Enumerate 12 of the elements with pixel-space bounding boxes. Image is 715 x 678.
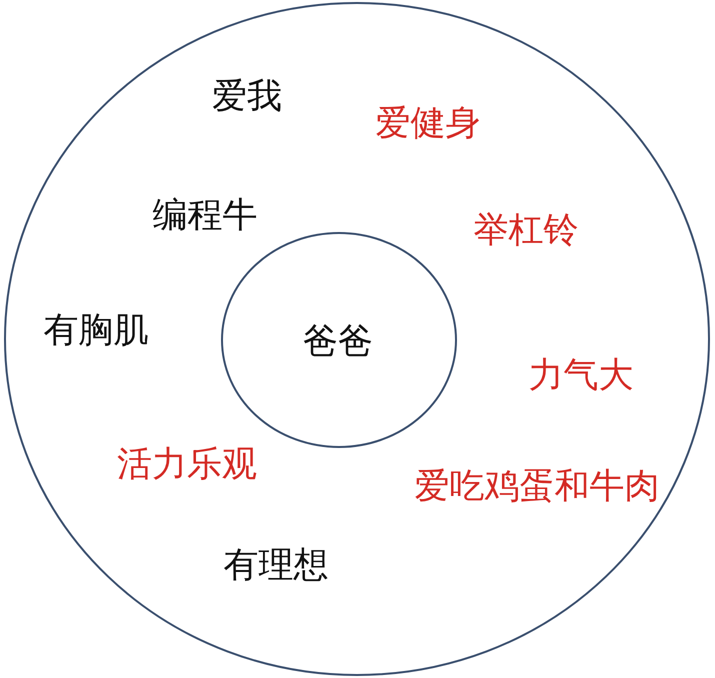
trait-text: 编程牛 — [152, 198, 258, 234]
trait-text: 举杠铃 — [474, 214, 578, 248]
center-name-text: 爸爸 — [303, 324, 373, 360]
outer-circle — [4, 2, 710, 676]
trait-text: 爱我 — [212, 80, 282, 114]
trait-text: 力气大 — [528, 358, 634, 394]
trait-text: 爱健身 — [376, 106, 480, 142]
trait-text: 有胸肌 — [44, 314, 148, 348]
trait-text: 活力乐观 — [117, 448, 257, 482]
trait-text: 有理想 — [224, 548, 328, 584]
trait-text: 爱吃鸡蛋和牛肉 — [414, 470, 660, 504]
inner-circle — [221, 232, 457, 448]
